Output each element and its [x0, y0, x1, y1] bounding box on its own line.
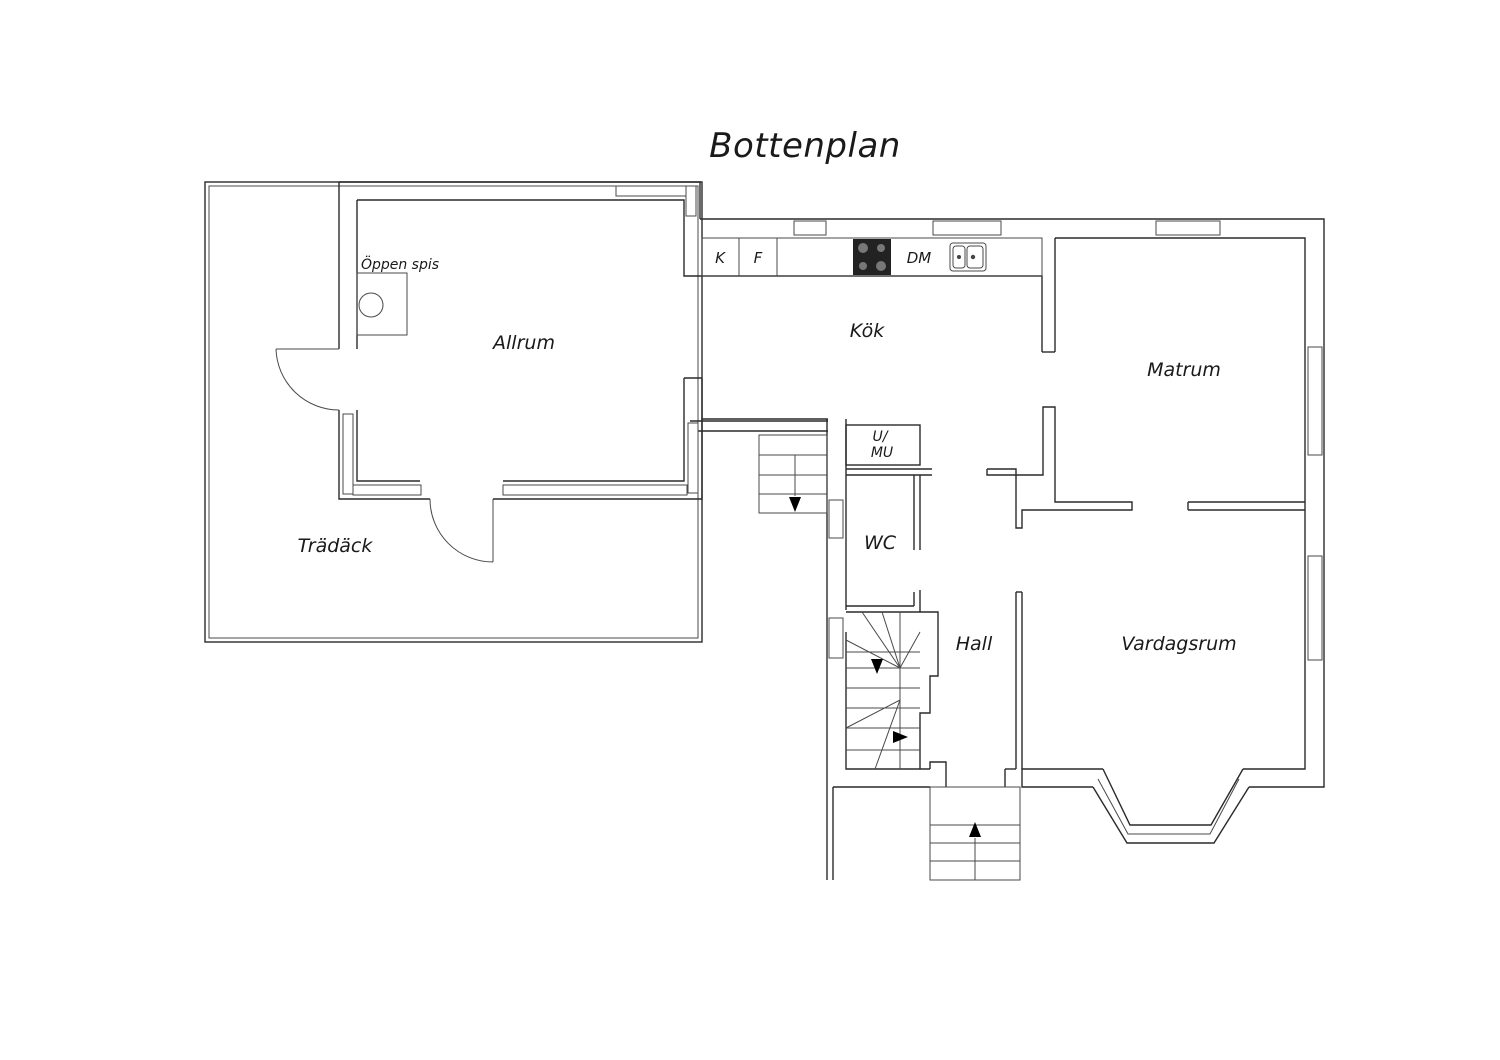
room-label-hall: Hall: [956, 633, 993, 655]
room-label-matrum: Matrum: [1147, 359, 1221, 381]
fireplace-label: Öppen spis: [361, 255, 439, 273]
stairs-upper: [845, 611, 921, 770]
kitchen-counter: [701, 237, 1043, 277]
room-label-vardagsrum: Vardagsrum: [1121, 633, 1236, 655]
up-arrow-icon: [969, 822, 981, 837]
down-arrow-icon: [789, 497, 801, 512]
room-label-wc: WC: [864, 532, 897, 554]
plan-title: Bottenplan: [709, 126, 901, 166]
house-walls: [700, 218, 1325, 880]
fridge-label: K: [715, 249, 726, 267]
laundry-label-line1: U/: [873, 429, 889, 445]
windows: [342, 185, 1323, 661]
stairs-basement: [758, 434, 828, 514]
deck: [204, 181, 703, 643]
room-label-allrum: Allrum: [491, 332, 555, 354]
freezer-label: F: [754, 249, 763, 267]
allrum-walls: [338, 181, 1043, 500]
room-label-kok: Kök: [850, 320, 885, 342]
down-arrow-icon: [871, 659, 883, 674]
stairs-entrance: [929, 786, 1021, 881]
doors: [275, 348, 494, 563]
dishwasher-label: DM: [907, 249, 932, 267]
fireplace: [356, 272, 408, 336]
interior-walls: [690, 406, 1305, 787]
stove-icon: [853, 239, 891, 275]
sink-icon: [949, 242, 987, 272]
room-label-tradack: Trädäck: [298, 535, 374, 557]
right-arrow-icon: [893, 731, 908, 743]
laundry-label-line2: MU: [871, 445, 893, 461]
